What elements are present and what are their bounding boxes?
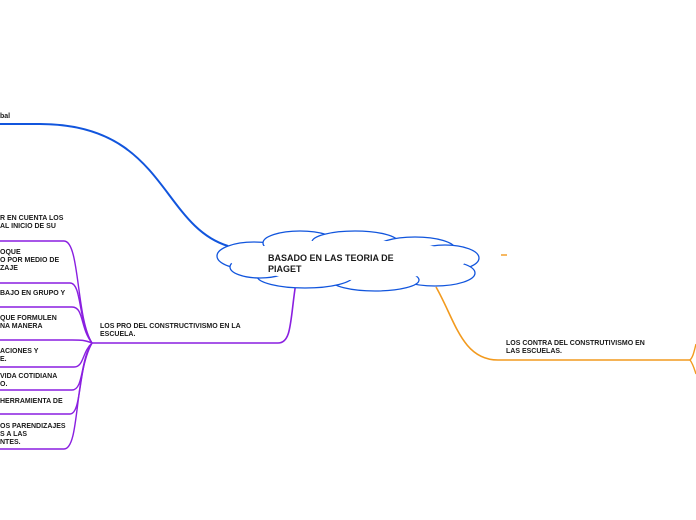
branch-connector-pros — [92, 281, 297, 344]
branch-connector-cons — [435, 286, 690, 361]
branch-label-top[interactable]: bal — [0, 113, 11, 120]
cons-subtopic-connectors — [689, 343, 696, 375]
connector-pro-4 — [0, 339, 93, 344]
pro-item-8[interactable]: OS PARENDIZAJES S A LAS NTES. — [0, 423, 66, 446]
branch-label-pros[interactable]: LOS PRO DEL CONSTRUCTIVISMO EN LA ESCUEL… — [100, 323, 241, 338]
branch-connector-top — [0, 123, 229, 247]
branch-label-cons[interactable]: LOS CONTRA DEL CONSTRUTIVISMO EN LAS ESC… — [506, 340, 645, 355]
pro-item-5[interactable]: ACIONES Y E. — [0, 348, 39, 363]
pros-subtopic-connectors — [0, 240, 93, 450]
connector-pro-8 — [0, 342, 93, 450]
connector-pro-5 — [0, 342, 93, 368]
pro-item-3[interactable]: BAJO EN GRUPO Y — [0, 290, 66, 297]
pro-item-7[interactable]: HERRAMIENTA DE — [0, 398, 63, 405]
connector-pro-3 — [0, 306, 93, 344]
pro-item-2[interactable]: OQUE O POR MEDIO DE ZAJE — [0, 249, 60, 272]
pro-item-6[interactable]: VIDA COTIDIANA O. — [0, 373, 58, 388]
pro-item-4[interactable]: QUE FORMULEN NA MANERA — [0, 315, 57, 330]
central-topic-cloud[interactable] — [216, 230, 480, 292]
pro-item-1[interactable]: R EN CUENTA LOS AL INICIO DE SU — [0, 215, 64, 230]
central-topic-label[interactable]: BASADO EN LAS TEORIA DE PIAGET — [268, 253, 394, 274]
